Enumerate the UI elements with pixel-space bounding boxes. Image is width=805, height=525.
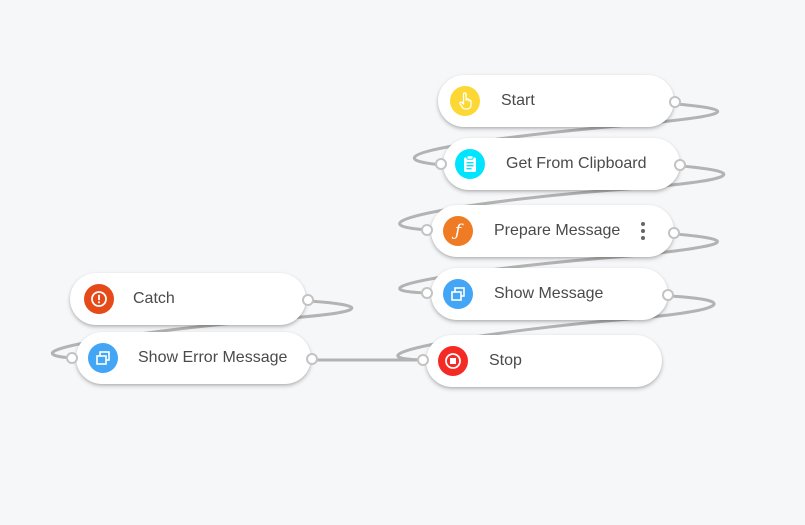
more-menu-icon[interactable] (640, 222, 646, 240)
input-port-stop[interactable] (417, 354, 429, 366)
window-icon (88, 343, 118, 373)
input-port-show-message[interactable] (421, 287, 433, 299)
output-port-get-from-clipboard[interactable] (674, 159, 686, 171)
window-icon (443, 279, 473, 309)
node-prepare-message[interactable]: ƒ Prepare Message (431, 205, 674, 257)
node-label: Get From Clipboard (506, 155, 647, 172)
output-port-show-message[interactable] (662, 289, 674, 301)
node-stop[interactable]: Stop (426, 335, 662, 387)
node-label: Show Message (494, 285, 604, 302)
output-port-show-error-message[interactable] (306, 353, 318, 365)
node-start[interactable]: Start (438, 75, 674, 127)
node-label: Show Error Message (138, 349, 288, 366)
output-port-catch[interactable] (302, 294, 314, 306)
alert-icon (84, 284, 114, 314)
node-get-from-clipboard[interactable]: Get From Clipboard (443, 138, 680, 190)
touch-icon (450, 86, 480, 116)
input-port-get-from-clipboard[interactable] (435, 158, 447, 170)
node-catch[interactable]: Catch (70, 273, 306, 325)
node-label: Catch (133, 290, 175, 307)
function-icon: ƒ (443, 216, 473, 246)
node-label: Start (501, 92, 535, 109)
input-port-show-error-message[interactable] (66, 352, 78, 364)
output-port-start[interactable] (669, 96, 681, 108)
output-port-prepare-message[interactable] (668, 227, 680, 239)
input-port-prepare-message[interactable] (421, 224, 433, 236)
node-show-error-message[interactable]: Show Error Message (76, 332, 311, 384)
clipboard-icon (455, 149, 485, 179)
stop-icon (438, 346, 468, 376)
node-show-message[interactable]: Show Message (431, 268, 668, 320)
node-label: Prepare Message (494, 222, 621, 239)
node-label: Stop (489, 352, 522, 369)
